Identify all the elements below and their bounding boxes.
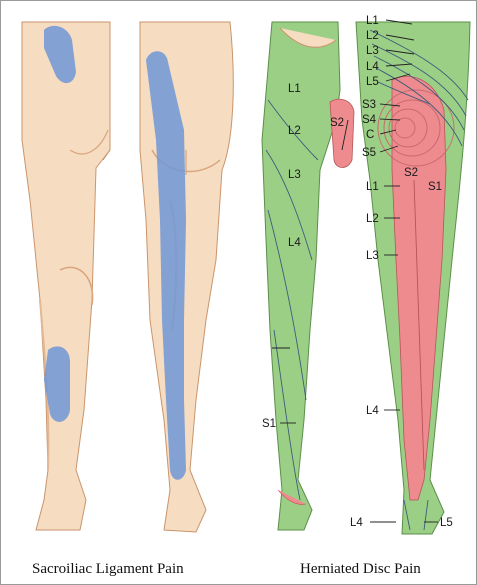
front-legs-figure <box>22 22 110 530</box>
label-side-l2: L2 <box>366 213 379 225</box>
label-foot-l4: L4 <box>350 517 363 529</box>
label-side-l4: L4 <box>366 405 379 417</box>
label-front-l1: L1 <box>288 83 301 95</box>
label-s5: S5 <box>362 147 376 159</box>
label-side-l3: L3 <box>366 250 379 262</box>
label-groin-s2: S2 <box>330 117 344 129</box>
label-front-l3: L3 <box>288 169 301 181</box>
label-c: C <box>366 129 374 141</box>
label-back-s1: S1 <box>428 181 442 193</box>
label-front-l2: L2 <box>288 125 301 137</box>
label-s3: S3 <box>362 99 376 111</box>
label-s4: S4 <box>362 114 377 126</box>
groin-s2-region <box>330 99 354 167</box>
label-back-l2: L2 <box>366 30 379 42</box>
front-dermatome-leg <box>262 22 340 530</box>
label-back-l4: L4 <box>366 61 379 73</box>
label-back-l3: L3 <box>366 45 379 57</box>
label-side-l1: L1 <box>366 181 379 193</box>
label-back-s2: S2 <box>404 167 418 179</box>
label-front-l4: L4 <box>288 237 301 249</box>
label-back-l1: L1 <box>366 15 379 27</box>
label-back-l5: L5 <box>366 76 379 88</box>
illustration: L1 L2 L3 L4 S1 S2 L1 L2 L3 L4 L5 S3 S4 C… <box>0 0 477 560</box>
label-foot-l5: L5 <box>440 517 453 529</box>
caption-herniated-disc: Herniated Disc Pain <box>300 561 421 578</box>
caption-sacroiliac: Sacroiliac Ligament Pain <box>32 561 184 578</box>
label-front-s1: S1 <box>262 418 276 430</box>
